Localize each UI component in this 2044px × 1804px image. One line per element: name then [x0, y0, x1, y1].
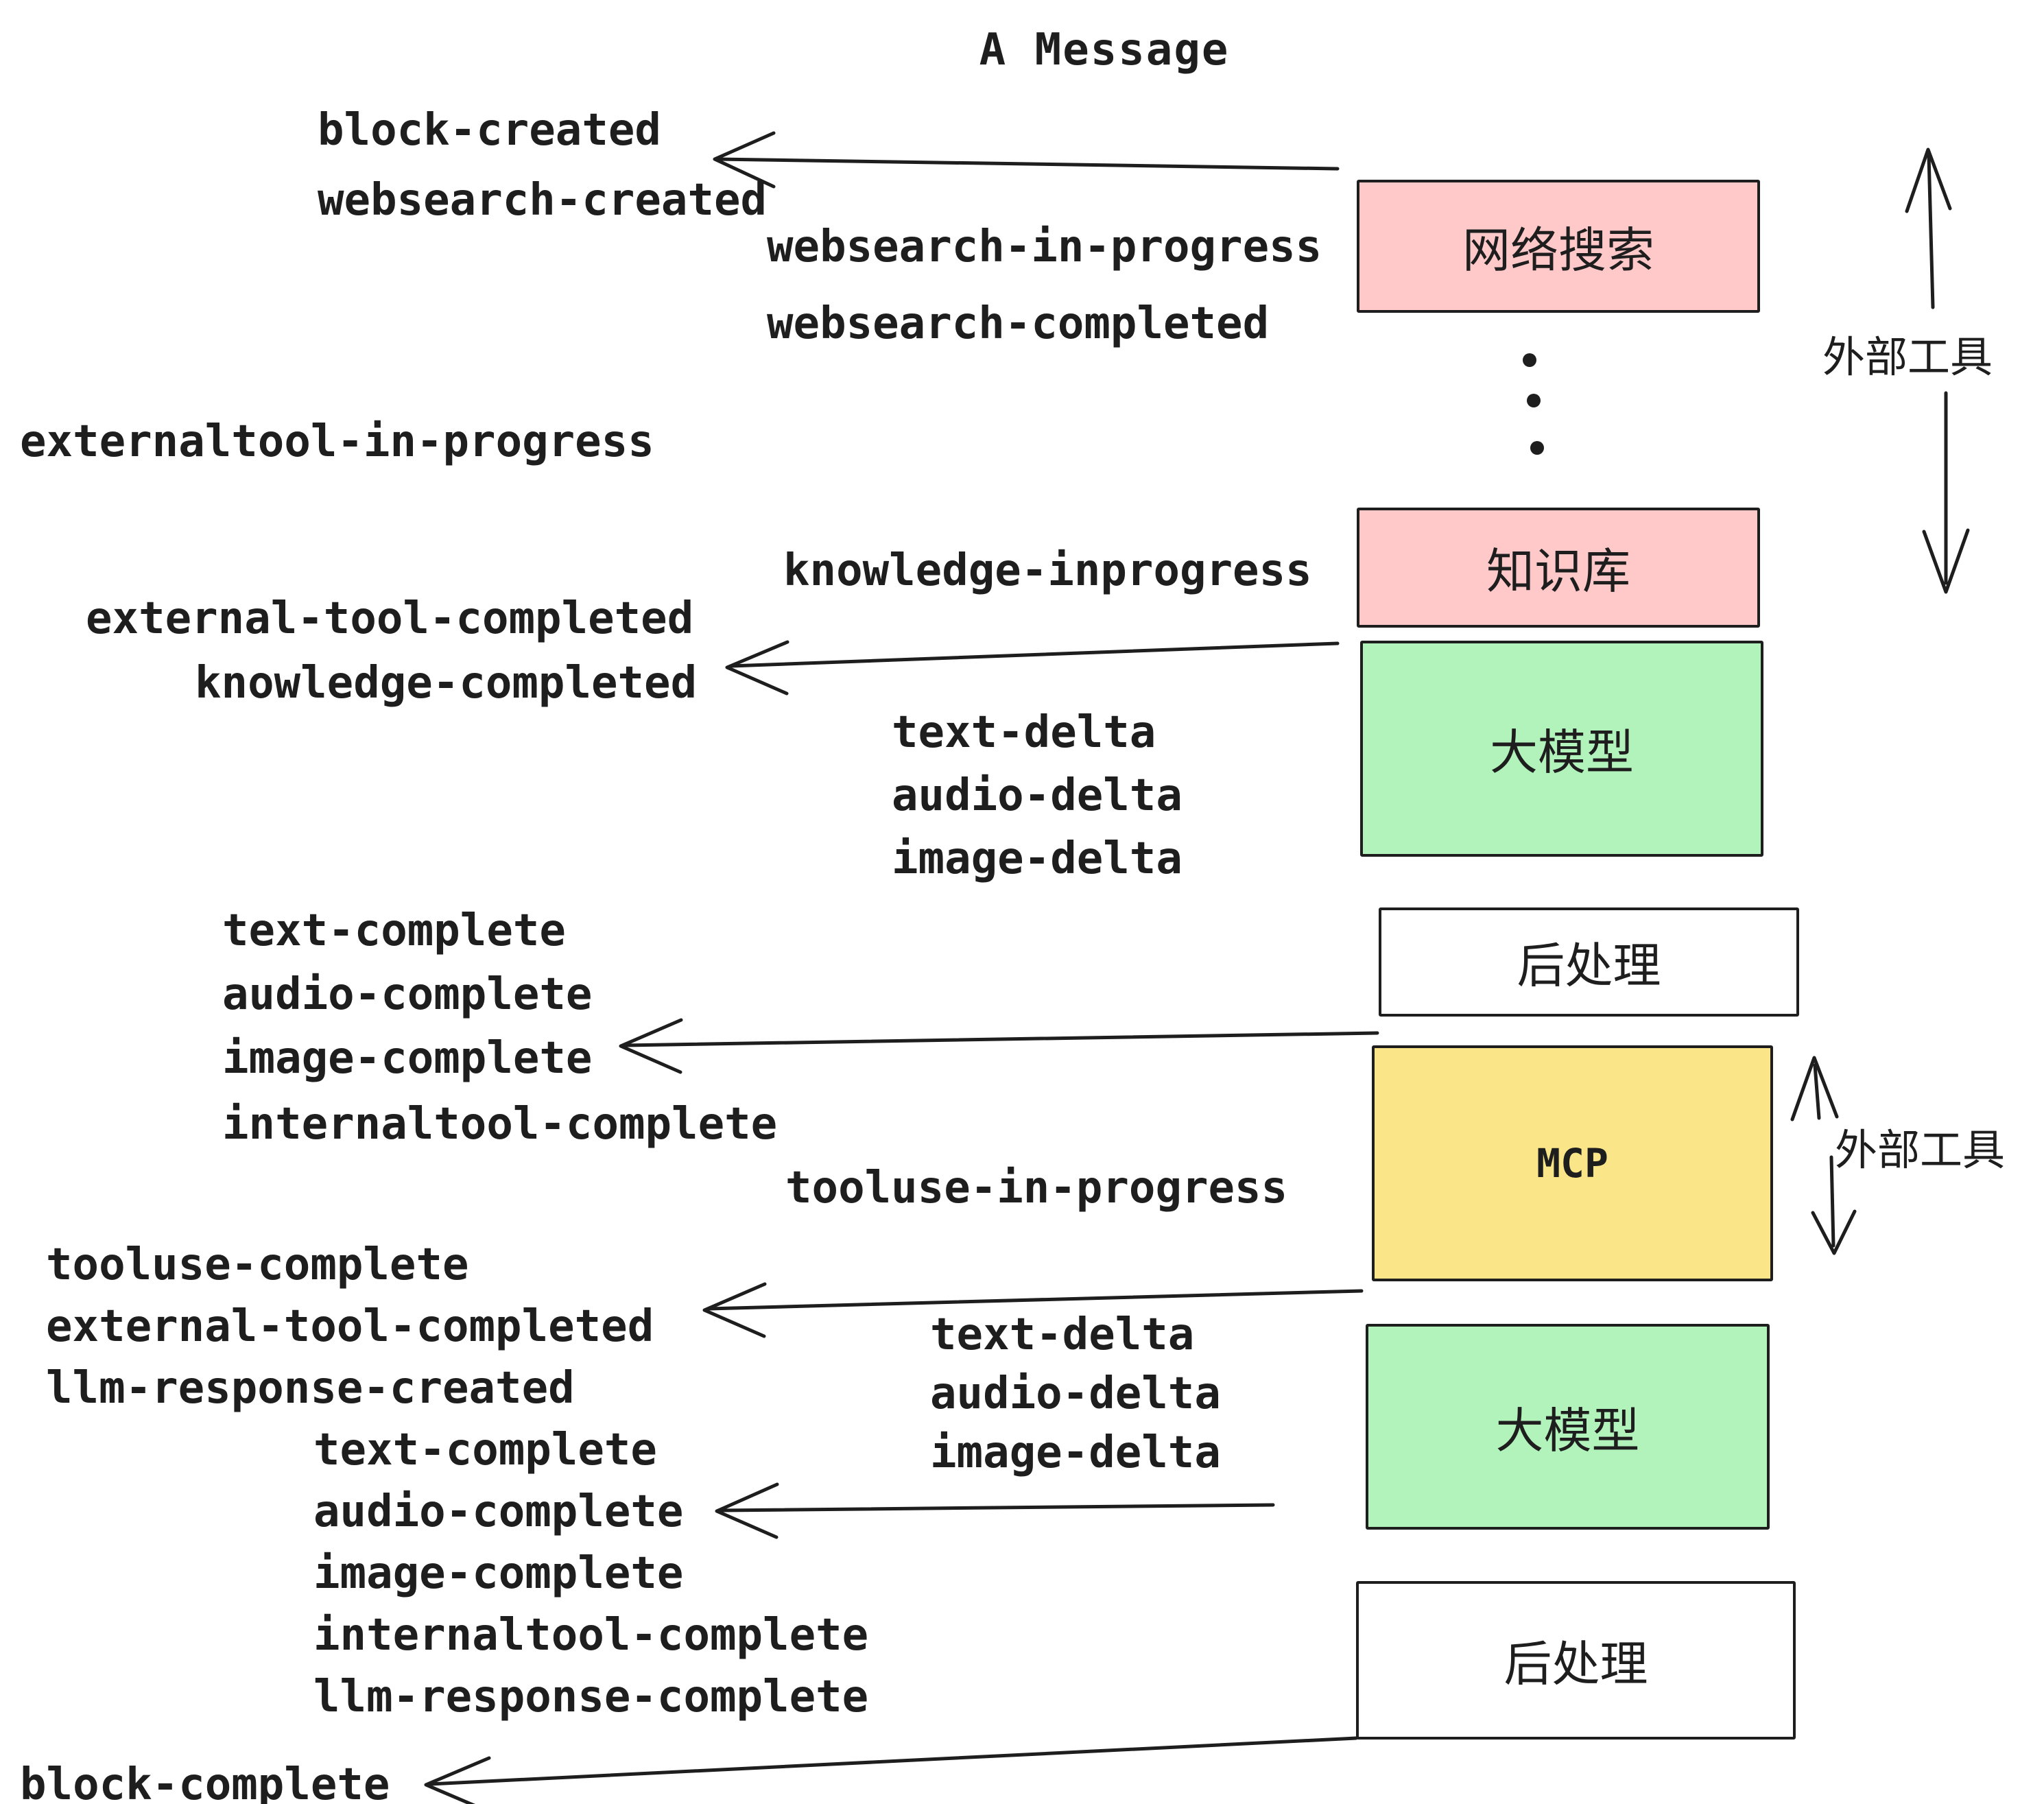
llm-box-2-label: 大模型	[1495, 1402, 1640, 1459]
mcp-box-label: MCP	[1536, 1140, 1608, 1187]
websearch-box-label: 网络搜索	[1462, 222, 1654, 278]
event-label-tooluse-complete: tooluse-complete	[46, 1239, 469, 1290]
llm-box-1: 大模型	[1360, 641, 1763, 857]
event-label-internaltool-complete: internaltool-complete	[222, 1099, 778, 1150]
event-label-llm-response-created: llm-response-created	[46, 1363, 575, 1414]
event-label-websearch-completed: websearch-completed	[767, 298, 1270, 349]
event-label-block-created: block-created	[318, 105, 661, 156]
knowledge-box: 知识库	[1357, 508, 1760, 628]
llm-box-1-label: 大模型	[1490, 724, 1634, 781]
postprocess-box-2: 后处理	[1356, 1581, 1796, 1740]
arrow-to-image-complete-icon	[619, 1018, 1379, 1074]
event-label-internaltool-complete-2: internaltool-complete	[313, 1610, 869, 1661]
event-label-image-delta: image-delta	[892, 833, 1183, 884]
event-label-external-tool-completed: external-tool-completed	[86, 593, 694, 644]
event-label-audio-delta-2: audio-delta	[930, 1368, 1221, 1419]
event-label-websearch-in-progress: websearch-in-progress	[767, 222, 1322, 272]
event-label-external-tool-completed-2: external-tool-completed	[46, 1301, 654, 1352]
postprocess-box-1: 后处理	[1379, 907, 1799, 1017]
event-label-image-complete: image-complete	[222, 1033, 593, 1084]
event-label-text-delta: text-delta	[892, 707, 1156, 758]
arrow-to-block-complete-icon	[424, 1736, 1358, 1804]
event-label-tooluse-in-progress: tooluse-in-progress	[785, 1163, 1288, 1213]
event-label-knowledge-completed: knowledge-completed	[195, 658, 698, 709]
mcp-box: MCP	[1372, 1045, 1773, 1281]
mcp-up-arrow-icon	[1790, 1056, 1839, 1121]
external-tools-up-arrow-icon	[1905, 147, 1952, 309]
event-label-knowledge-inprogress: knowledge-inprogress	[783, 545, 1312, 596]
event-label-text-complete-2: text-complete	[313, 1425, 657, 1475]
llm-box-2: 大模型	[1366, 1324, 1770, 1530]
event-label-image-delta-2: image-delta	[930, 1427, 1221, 1478]
websearch-box: 网络搜索	[1357, 180, 1760, 313]
ellipsis-dots-icon	[1523, 353, 1544, 455]
event-label-llm-response-complete: llm-response-complete	[313, 1672, 869, 1722]
event-label-text-delta-2: text-delta	[930, 1309, 1195, 1360]
page-title: A Message	[979, 25, 1230, 75]
event-label-audio-delta: audio-delta	[892, 770, 1183, 821]
external-tools-label-2: 外部工具	[1835, 1125, 2006, 1175]
event-label-websearch-created: websearch-created	[318, 175, 768, 226]
external-tools-label-1: 外部工具	[1822, 332, 1993, 382]
event-label-audio-complete: audio-complete	[222, 969, 593, 1020]
arrow-to-websearch-created-icon	[713, 131, 1340, 189]
event-label-externaltool-in-progress: externaltool-in-progress	[20, 416, 654, 467]
postprocess-box-1-label: 后处理	[1517, 938, 1661, 994]
event-label-image-complete-2: image-complete	[313, 1548, 684, 1599]
event-label-text-complete: text-complete	[222, 905, 566, 956]
arrow-to-knowledge-completed-icon	[725, 640, 1340, 696]
event-label-audio-complete-2: audio-complete	[313, 1486, 684, 1537]
postprocess-box-2-label: 后处理	[1504, 1636, 1648, 1692]
event-label-block-complete: block-complete	[20, 1759, 390, 1804]
knowledge-box-label: 知识库	[1486, 543, 1630, 600]
external-tools-down-arrow-icon	[1922, 391, 1970, 594]
arrow-to-audio-complete-icon	[715, 1482, 1275, 1539]
